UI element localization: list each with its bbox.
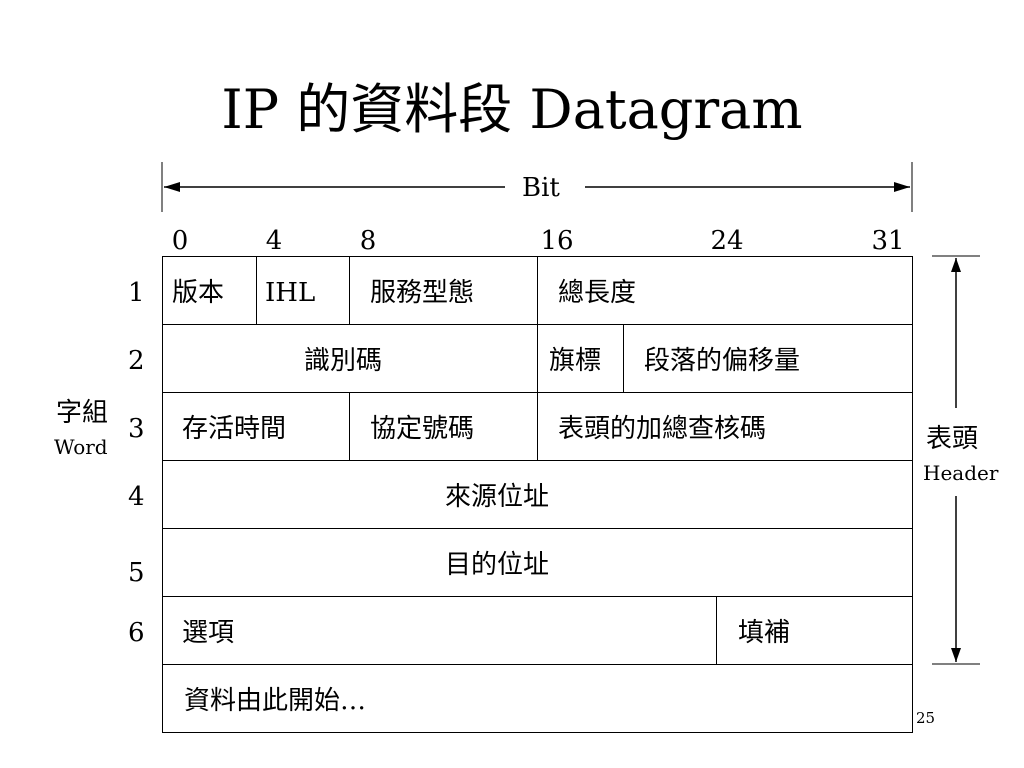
field-destination-address: 目的位址: [444, 550, 550, 580]
field-ttl: 存活時間: [182, 414, 287, 444]
table-border-bottom: [162, 732, 913, 733]
field-divider: [537, 324, 538, 392]
field-padding: 填補: [738, 618, 791, 648]
field-divider: [537, 256, 538, 324]
bit-tick: 31: [871, 226, 905, 256]
row-number: 6: [128, 618, 145, 648]
bit-tick: 24: [710, 226, 744, 256]
field-divider: [716, 596, 717, 664]
field-options: 選項: [182, 618, 235, 648]
header-label-zh: 表頭: [926, 424, 979, 454]
field-total-length: 總長度: [558, 278, 637, 308]
field-identification: 識別碼: [303, 346, 383, 376]
field-ihl: IHL: [265, 278, 316, 308]
field-version: 版本: [172, 278, 225, 308]
field-type-of-service: 服務型態: [370, 278, 475, 308]
field-divider: [349, 392, 350, 460]
field-divider: [537, 392, 538, 460]
field-data-start: 資料由此開始…: [184, 686, 367, 716]
row-number: 3: [128, 414, 145, 444]
row-divider: [162, 460, 913, 461]
header-label-en: Header: [923, 461, 999, 485]
field-divider: [623, 324, 624, 392]
page-number: 25: [916, 709, 936, 727]
row-divider: [162, 596, 913, 597]
row-divider: [162, 664, 913, 665]
field-fragment-offset: 段落的偏移量: [644, 346, 801, 376]
word-label-zh: 字組: [56, 398, 109, 428]
row-divider: [162, 528, 913, 529]
field-header-checksum: 表頭的加總查核碼: [558, 414, 767, 444]
row-number: 1: [128, 278, 145, 308]
bit-tick: 0: [171, 226, 189, 256]
row-number: 4: [128, 482, 145, 512]
field-protocol: 協定號碼: [370, 414, 475, 444]
field-flags: 旗標: [549, 346, 602, 376]
table-border-left: [162, 256, 163, 733]
row-number: 5: [128, 558, 145, 588]
bit-tick: 16: [540, 226, 574, 256]
field-divider: [256, 256, 257, 324]
word-label-en: Word: [54, 435, 108, 459]
field-divider: [349, 256, 350, 324]
bit-tick: 4: [265, 226, 283, 256]
table-border-right: [912, 256, 913, 733]
field-source-address: 來源位址: [444, 482, 550, 512]
row-number: 2: [128, 346, 145, 376]
bit-tick: 8: [359, 226, 377, 256]
page-title: IP 的資料段 Datagram: [221, 78, 803, 141]
bit-label: Bit: [522, 173, 560, 203]
